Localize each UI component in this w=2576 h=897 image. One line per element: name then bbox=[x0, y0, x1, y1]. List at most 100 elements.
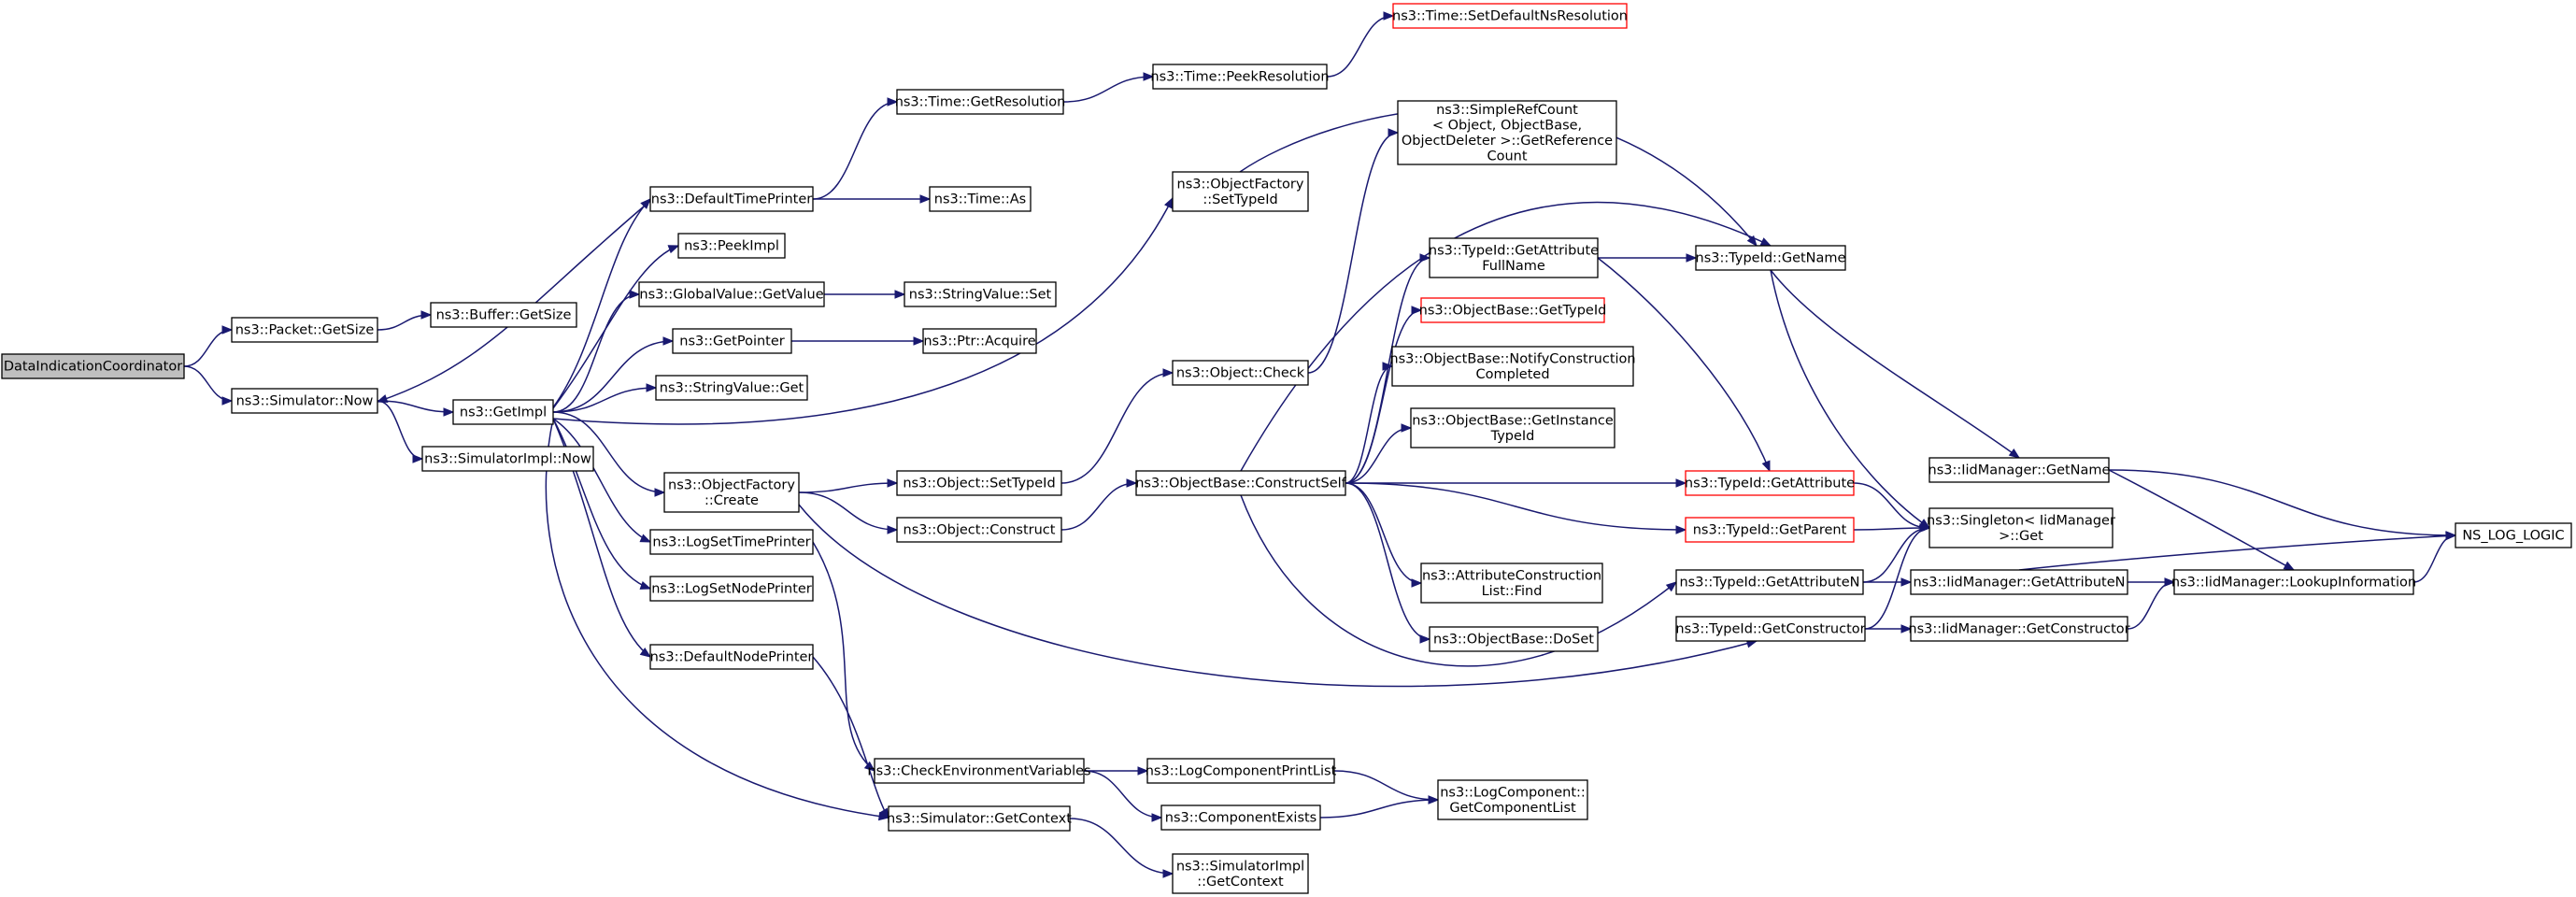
node-checkenv[interactable]: ns3::CheckEnvironmentVariables bbox=[867, 758, 1091, 784]
node-defnodeprinter[interactable]: ns3::DefaultNodePrinter bbox=[649, 644, 814, 670]
node-box bbox=[1146, 758, 1335, 784]
node-getpointer[interactable]: ns3::GetPointer bbox=[672, 328, 792, 354]
edge-line bbox=[812, 541, 875, 772]
edge-logsettime-to-checkenv bbox=[812, 541, 876, 772]
node-label: ns3::ObjectBase::GetInstance bbox=[1412, 413, 1614, 428]
node-tid-getconstructor[interactable]: ns3::TypeId::GetConstructor bbox=[1675, 616, 1866, 642]
node-iid-lookup[interactable]: ns3::IidManager::LookupInformation bbox=[2171, 569, 2416, 595]
node-box bbox=[1685, 517, 1855, 543]
node-tid-getattributen[interactable]: ns3::TypeId::GetAttributeN bbox=[1675, 569, 1864, 595]
node-sim-getcontext[interactable]: ns3::Simulator::GetContext bbox=[887, 805, 1072, 832]
node-label: < Object, ObjectBase, bbox=[1432, 118, 1582, 133]
node-box bbox=[1429, 626, 1599, 652]
node-box bbox=[929, 186, 1032, 212]
node-simplerefcount[interactable]: ns3::SimpleRefCount< Object, ObjectBase,… bbox=[1397, 100, 1617, 165]
arrowhead-icon bbox=[1761, 460, 1771, 473]
node-obj-settypeid[interactable]: ns3::Object::SetTypeId bbox=[896, 470, 1062, 496]
node-label: ns3::ObjectBase::ConstructSelf bbox=[1135, 477, 1346, 491]
node-logsetnode[interactable]: ns3::LogSetNodePrinter bbox=[649, 576, 814, 602]
node-box bbox=[1397, 100, 1617, 165]
edge-getimpl-to-peekimpl bbox=[552, 245, 680, 409]
node-time-as[interactable]: ns3::Time::As bbox=[929, 186, 1032, 212]
node-time-setdefres[interactable]: ns3::Time::SetDefaultNsResolution bbox=[1392, 3, 1628, 29]
arrowhead-icon bbox=[1428, 795, 1440, 804]
node-ob-notify[interactable]: ns3::ObjectBase::NotifyConstructionCompl… bbox=[1389, 346, 1636, 387]
node-ob-constructself[interactable]: ns3::ObjectBase::ConstructSelf bbox=[1135, 470, 1347, 496]
edge-deftimeprinter-to-time_as bbox=[813, 194, 932, 204]
edge-logcompprintlist-to-logcomp_getlist bbox=[1333, 770, 1440, 804]
edge-ob_constructself-to-tid_getparent bbox=[1345, 482, 1687, 534]
node-label: ns3::Singleton< IidManager bbox=[1927, 513, 2115, 528]
node-simimpl-now[interactable]: ns3::SimulatorImpl::Now bbox=[421, 446, 594, 472]
node-label: >::Get bbox=[1999, 529, 2043, 544]
arrowhead-icon bbox=[1759, 237, 1772, 247]
node-tid-getparent[interactable]: ns3::TypeId::GetParent bbox=[1685, 517, 1855, 543]
node-ns-log-logic[interactable]: NS_LOG_LOGIC bbox=[2455, 522, 2572, 548]
node-box bbox=[1420, 297, 1605, 323]
edge-iid_getname-to-iid_lookup bbox=[2108, 469, 2296, 571]
node-obj-check[interactable]: ns3::Object::Check bbox=[1172, 360, 1309, 386]
edge-getimpl-to-gv_getvalue bbox=[552, 290, 641, 413]
node-tid-getname[interactable]: ns3::TypeId::GetName bbox=[1695, 245, 1846, 271]
edge-root-to-pkt_getsize bbox=[183, 325, 234, 367]
arrowhead-icon bbox=[1900, 577, 1913, 587]
node-label: DataIndicationCoordinator bbox=[4, 360, 182, 375]
edge-time_getres-to-time_peekres bbox=[1062, 72, 1155, 103]
edge-getpointer-to-ptr_acquire bbox=[791, 336, 925, 346]
edge-line bbox=[1240, 201, 1772, 472]
node-label: ns3::Time::As bbox=[934, 192, 1026, 207]
node-of-settypeid[interactable]: ns3::ObjectFactory::SetTypeId bbox=[1172, 171, 1309, 212]
node-logsettime[interactable]: ns3::LogSetTimePrinter bbox=[649, 529, 814, 555]
node-iid-getattributen[interactable]: ns3::IidManager::GetAttributeN bbox=[1910, 569, 2128, 595]
node-label: ns3::Simulator::GetContext bbox=[887, 812, 1072, 827]
node-sv-set[interactable]: ns3::StringValue::Set bbox=[904, 281, 1057, 307]
node-sim-now[interactable]: ns3::Simulator::Now bbox=[231, 388, 378, 414]
node-obj-construct[interactable]: ns3::Object::Construct bbox=[896, 517, 1062, 543]
edge-line bbox=[1345, 365, 1393, 484]
node-getimpl[interactable]: ns3::GetImpl bbox=[452, 399, 554, 425]
node-tid-getattribute[interactable]: ns3::TypeId::GetAttribute bbox=[1685, 470, 1855, 496]
node-of-create[interactable]: ns3::ObjectFactory::Create bbox=[663, 472, 800, 513]
node-compexists[interactable]: ns3::ComponentExists bbox=[1160, 804, 1321, 831]
node-time-getres[interactable]: ns3::Time::GetResolution bbox=[895, 89, 1066, 115]
node-simimpl-getcontext[interactable]: ns3::SimulatorImpl::GetContext bbox=[1172, 853, 1309, 894]
node-gv-getvalue[interactable]: ns3::GlobalValue::GetValue bbox=[638, 281, 825, 307]
node-label: ns3::LogSetTimePrinter bbox=[652, 535, 810, 550]
node-iid-getname[interactable]: ns3::IidManager::GetName bbox=[1928, 457, 2111, 483]
node-label: ns3::LogComponent:: bbox=[1440, 785, 1586, 800]
edge-line bbox=[552, 340, 674, 413]
arrowhead-icon bbox=[1162, 368, 1174, 377]
node-time-peekres[interactable]: ns3::Time::PeekResolution bbox=[1150, 64, 1330, 90]
node-box bbox=[663, 472, 800, 513]
node-label: ns3::Time::GetResolution bbox=[895, 95, 1066, 110]
node-box bbox=[1172, 171, 1309, 212]
node-singleton-get[interactable]: ns3::Singleton< IidManager>::Get bbox=[1927, 507, 2115, 548]
arrowhead-icon bbox=[1419, 634, 1431, 644]
edge-line bbox=[1345, 482, 1430, 640]
edge-line bbox=[552, 418, 651, 543]
arrowhead-icon bbox=[1401, 423, 1413, 433]
node-label: ns3::IidManager::GetAttributeN bbox=[1913, 576, 2125, 591]
node-box bbox=[655, 375, 808, 401]
edge-checkenv-to-compexists bbox=[1083, 770, 1163, 822]
node-ob-doset[interactable]: ns3::ObjectBase::DoSet bbox=[1429, 626, 1599, 652]
node-ptr-acquire[interactable]: ns3::Ptr::Acquire bbox=[922, 328, 1037, 354]
edge-line bbox=[552, 411, 665, 493]
edge-obj_check-to-simplerefcount bbox=[1307, 128, 1400, 374]
node-buf-getsize[interactable]: ns3::Buffer::GetSize bbox=[430, 302, 577, 328]
node-deftimeprinter[interactable]: ns3::DefaultTimePrinter bbox=[649, 186, 814, 212]
node-ob-gettypeid[interactable]: ns3::ObjectBase::GetTypeId bbox=[1419, 297, 1607, 323]
node-box bbox=[430, 302, 577, 328]
edge-line bbox=[377, 200, 651, 403]
node-logcomp-getlist[interactable]: ns3::LogComponent::GetComponentList bbox=[1437, 779, 1588, 820]
node-iid-getconstructor[interactable]: ns3::IidManager::GetConstructor bbox=[1908, 616, 2130, 642]
node-logcompprintlist[interactable]: ns3::LogComponentPrintList bbox=[1146, 758, 1337, 784]
node-box bbox=[1392, 3, 1628, 29]
edge-tid_getattributen-to-iid_getattributen bbox=[1863, 577, 1913, 587]
node-pkt-getsize[interactable]: ns3::Packet::GetSize bbox=[231, 317, 378, 343]
node-sv-get[interactable]: ns3::StringValue::Get bbox=[655, 375, 808, 401]
node-peekimpl[interactable]: ns3::PeekImpl bbox=[677, 233, 786, 259]
